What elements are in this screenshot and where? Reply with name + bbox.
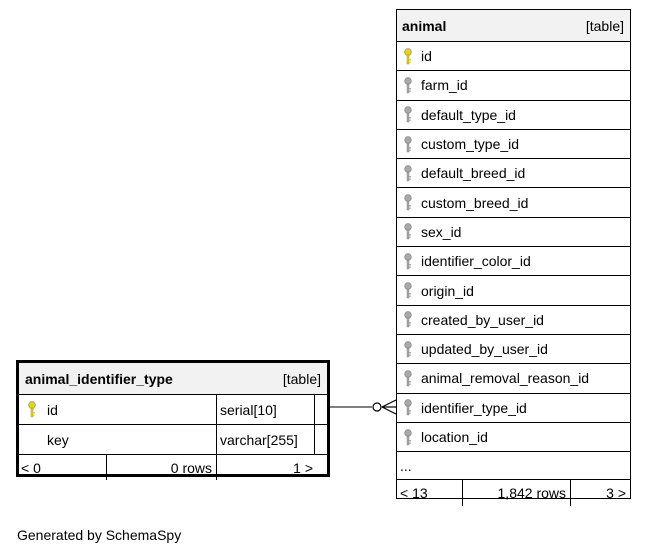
key-cell <box>397 71 419 99</box>
key-cell <box>397 335 419 363</box>
key-cell <box>397 247 419 275</box>
key-cell <box>397 306 419 334</box>
crows-foot-lower <box>381 406 397 415</box>
key-cell <box>397 130 419 158</box>
table-name: animal_identifier_type <box>25 370 173 387</box>
key-cell <box>19 425 45 454</box>
connector-cell <box>315 395 327 424</box>
table-name: animal <box>402 17 447 34</box>
primary-key-icon <box>404 47 412 64</box>
column-name: id <box>421 48 432 65</box>
key-cell <box>397 218 419 246</box>
foreign-key-icon <box>404 340 412 357</box>
column-row-default-breed-id[interactable]: default_breed_id <box>397 159 630 189</box>
column-row-created-by-user-id[interactable]: created_by_user_id <box>397 306 630 335</box>
column-row-custom-breed-id[interactable]: custom_breed_id <box>397 188 630 218</box>
column-name: sex_id <box>421 223 462 240</box>
column-row-location-id[interactable]: location_id <box>397 423 630 453</box>
column-name: default_breed_id <box>421 165 526 182</box>
key-cell <box>19 395 45 424</box>
column-name: default_type_id <box>421 106 516 123</box>
column-row-identifier-type-id[interactable]: identifier_type_id <box>397 394 630 423</box>
more-columns: ... <box>400 457 412 474</box>
foreign-key-icon <box>404 106 412 123</box>
column-row-animal-removal-reason-id[interactable]: animal_removal_reason_id <box>397 364 630 394</box>
column-type: varchar[255] <box>217 425 315 454</box>
column-name: origin_id <box>421 282 474 299</box>
animal-table-footer: < 13 1,842 rows 3 > <box>397 480 630 507</box>
generated-by-label: Generated by SchemaSpy <box>17 527 182 543</box>
primary-key-icon <box>28 401 36 418</box>
key-cell <box>397 101 419 129</box>
column-row-origin-id[interactable]: origin_id <box>397 276 630 306</box>
row-count: 0 rows <box>107 455 217 480</box>
animal-table-header: animal [table] <box>397 10 630 42</box>
animal-identifier-type-header: animal_identifier_type [table] <box>19 363 327 395</box>
column-name: custom_type_id <box>421 136 520 153</box>
foreign-key-icon <box>404 77 412 94</box>
more-columns-row: ... <box>397 452 630 481</box>
column-row-id[interactable]: id <box>397 42 630 72</box>
column-row-sex-id[interactable]: sex_id <box>397 218 630 248</box>
column-row-farm-id[interactable]: farm_id <box>397 71 630 101</box>
column-name: updated_by_user_id <box>421 341 548 358</box>
column-row-updated-by-user-id[interactable]: updated_by_user_id <box>397 335 630 365</box>
foreign-key-icon <box>404 311 412 328</box>
table-kind: [table] <box>585 17 624 34</box>
column-type: serial[10] <box>217 395 315 424</box>
table-kind: [table] <box>282 370 321 387</box>
foreign-key-icon <box>404 223 412 240</box>
column-name: identifier_color_id <box>421 253 531 270</box>
parents-count[interactable]: < 0 <box>19 455 107 480</box>
column-name: custom_breed_id <box>421 194 529 211</box>
foreign-key-icon <box>404 282 412 299</box>
animal-identifier-type-footer: < 0 0 rows 1 > <box>19 455 327 480</box>
key-cell <box>397 364 419 392</box>
parents-count[interactable]: < 13 <box>397 480 463 507</box>
foreign-key-icon <box>404 399 412 416</box>
column-name: location_id <box>421 429 488 445</box>
column-row-custom-type-id[interactable]: custom_type_id <box>397 130 630 160</box>
column-name: id <box>45 395 217 424</box>
foreign-key-icon <box>404 370 412 387</box>
foreign-key-icon <box>404 194 412 211</box>
key-cell <box>397 188 419 216</box>
foreign-key-icon <box>404 165 412 182</box>
foreign-key-icon <box>404 252 412 269</box>
key-cell <box>397 276 419 304</box>
foreign-key-icon <box>404 135 412 152</box>
column-row-default-type-id[interactable]: default_type_id <box>397 101 630 130</box>
column-name: identifier_type_id <box>421 399 527 416</box>
children-count[interactable]: 3 > <box>606 485 626 502</box>
column-name: animal_removal_reason_id <box>421 370 590 387</box>
column-name: farm_id <box>421 77 468 94</box>
foreign-key-icon <box>404 428 412 445</box>
column-name: created_by_user_id <box>421 311 544 328</box>
key-cell <box>397 394 419 422</box>
crows-foot-upper <box>381 399 397 408</box>
children-count[interactable]: 1 > <box>293 459 313 476</box>
key-cell <box>397 159 419 187</box>
zero-optional-marker <box>372 402 382 412</box>
key-cell <box>397 423 419 451</box>
column-row-identifier-color-id[interactable]: identifier_color_id <box>397 247 630 277</box>
column-name: key <box>45 425 217 454</box>
row-count: 1,842 rows <box>463 480 571 507</box>
key-cell <box>397 42 419 70</box>
connector-cell <box>315 425 327 454</box>
